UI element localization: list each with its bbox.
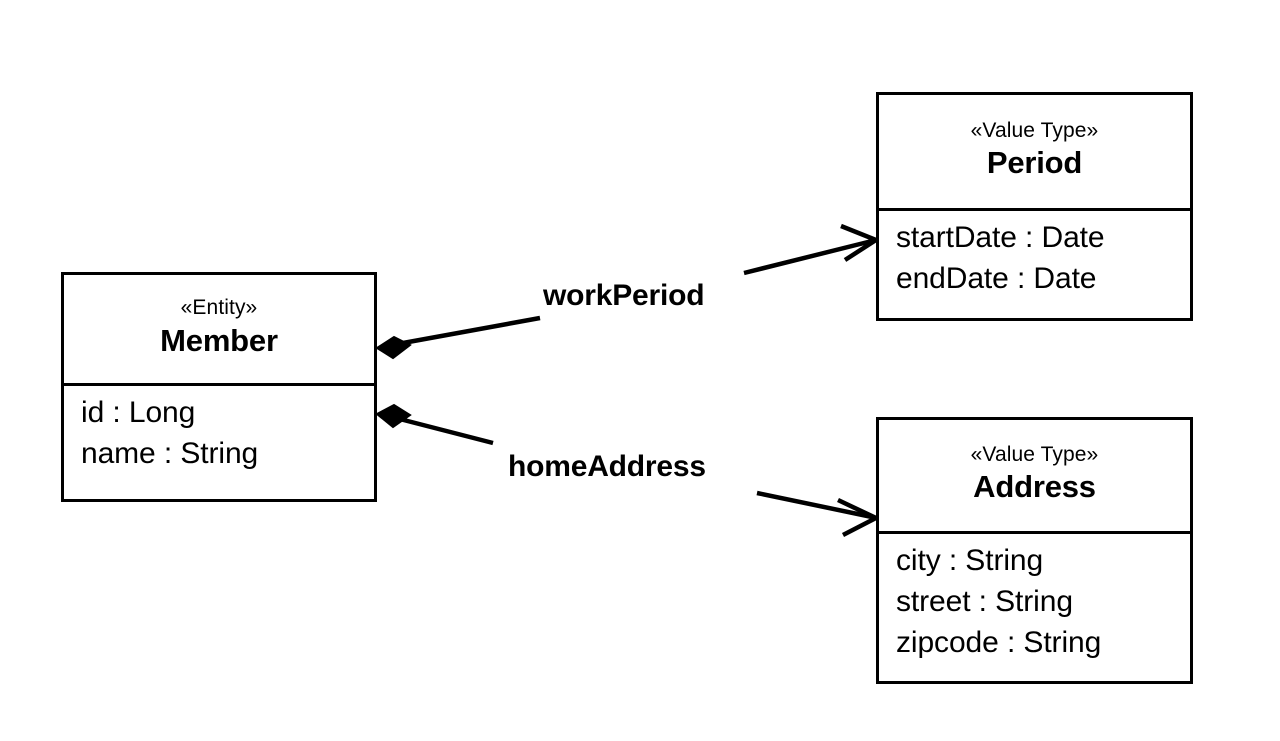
uml-attribute: id : Long (81, 396, 196, 429)
uml-class-period-divider (879, 208, 1190, 211)
uml-attribute: zipcode : String (896, 625, 1102, 659)
association-home-address-segment-2 (756, 490, 873, 520)
uml-class-address-header: «Value Type» Address (879, 420, 1190, 531)
uml-class-member-attributes: id : Long name : String (64, 386, 374, 499)
uml-class-member-divider (64, 383, 374, 386)
uml-class-period-stereotype: «Value Type» (970, 118, 1099, 142)
uml-attribute: endDate : Date (896, 261, 1097, 295)
association-home-address[interactable] (375, 403, 882, 538)
association-label-home-address[interactable]: homeAddress (498, 450, 716, 483)
uml-class-member-stereotype: «Entity» (180, 296, 258, 320)
association-work-period-segment-2 (743, 238, 873, 276)
uml-attribute: street : String (896, 584, 1073, 618)
uml-class-address-divider (879, 531, 1190, 534)
uml-class-period-header: «Value Type» Period (879, 95, 1190, 208)
uml-attribute: city : String (896, 544, 1044, 577)
uml-class-member-name: Member (160, 322, 278, 358)
uml-attribute: startDate : Date (896, 221, 1105, 254)
uml-class-address-stereotype: «Value Type» (970, 442, 1099, 466)
open-arrow-icon (837, 497, 882, 538)
uml-class-member-header: «Entity» Member (64, 275, 374, 383)
uml-class-period-attributes: startDate : Date endDate : Date (879, 211, 1190, 318)
uml-class-address-attributes: city : String street : String zipcode : … (879, 534, 1190, 681)
uml-class-address[interactable]: «Value Type» Address city : String stree… (876, 417, 1193, 684)
uml-class-period[interactable]: «Value Type» Period startDate : Date end… (876, 92, 1193, 321)
association-home-address-segment-1 (391, 414, 494, 446)
filled-diamond-icon (375, 335, 412, 360)
uml-class-member[interactable]: «Entity» Member id : Long name : String (61, 272, 377, 502)
association-work-period-segment-1 (391, 315, 541, 348)
uml-class-period-name: Period (986, 145, 1083, 181)
uml-attribute: name : String (81, 436, 259, 470)
filled-diamond-icon (375, 403, 412, 429)
uml-class-address-name: Address (973, 469, 1096, 505)
association-label-work-period[interactable]: workPeriod (533, 279, 715, 312)
